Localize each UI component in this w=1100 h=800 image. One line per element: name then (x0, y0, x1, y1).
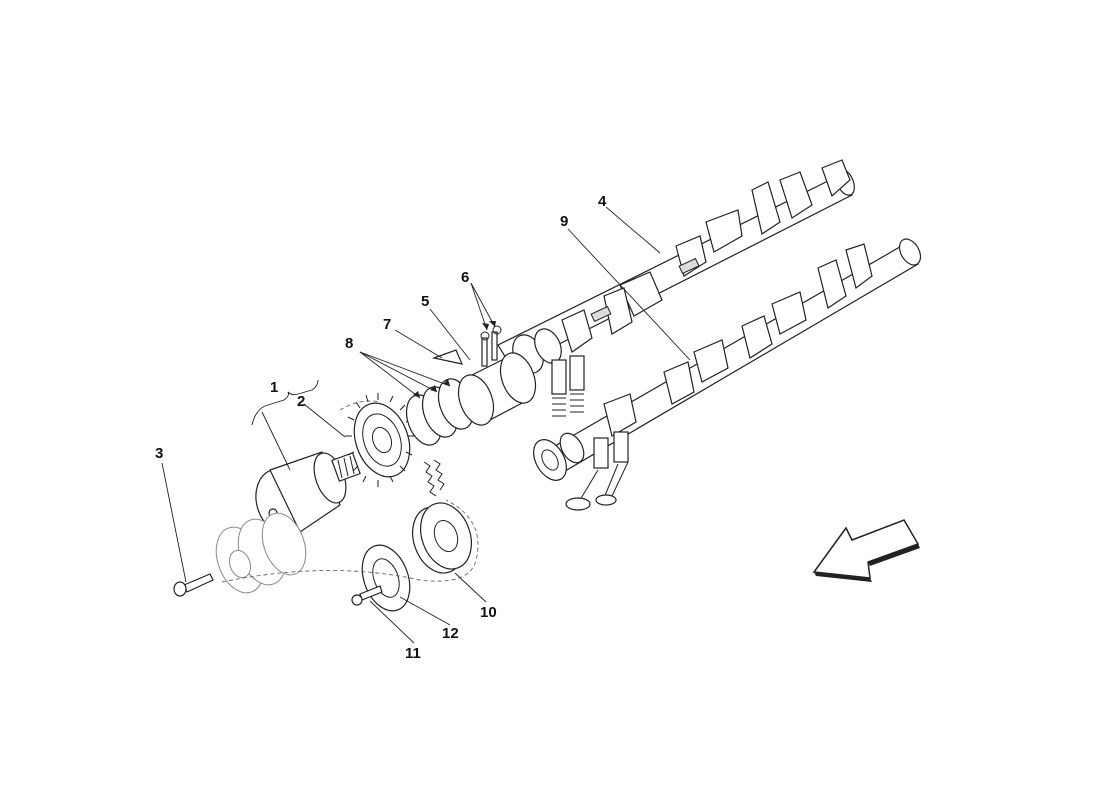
upper-camshaft (497, 159, 855, 374)
valve-springs (551, 355, 629, 511)
dowel-pins (480, 325, 502, 367)
callout-4: 4 (598, 193, 607, 210)
callout-2: 2 (297, 393, 305, 410)
bearing-sleeve (457, 352, 537, 426)
callout-11: 11 (405, 645, 421, 662)
arrowhead-8b (430, 385, 437, 392)
callout-5: 5 (421, 293, 429, 310)
callout-8: 8 (345, 335, 353, 352)
plate-bolt (351, 585, 383, 606)
callout-12: 12 (442, 625, 459, 642)
assembly-path-2 (339, 400, 381, 411)
arrowhead-8c (443, 379, 450, 386)
direction-arrow-icon (812, 519, 920, 582)
variator-bolt (173, 573, 214, 597)
arrowhead-6b (489, 321, 496, 327)
leader-lines (161, 206, 691, 644)
callout-9: 9 (560, 213, 568, 230)
assembly-path (221, 499, 479, 583)
drive-sprocket (345, 393, 415, 487)
bracket-1 (251, 379, 319, 426)
arrowhead-8a (413, 391, 420, 398)
callout-6: 6 (461, 269, 469, 286)
timing-chain (423, 459, 445, 497)
idler-gear (412, 502, 472, 574)
callout-1: 1 (270, 379, 278, 396)
lower-camshaft (533, 238, 922, 481)
callout-7: 7 (383, 316, 391, 333)
arrowhead-6a (482, 323, 489, 330)
seal-rings (405, 378, 475, 446)
woodruff-key (431, 349, 464, 365)
thrust-plate (361, 544, 411, 612)
callout-3: 3 (155, 445, 163, 462)
callout-10: 10 (480, 604, 497, 621)
crank-gear-ghost (215, 512, 307, 594)
